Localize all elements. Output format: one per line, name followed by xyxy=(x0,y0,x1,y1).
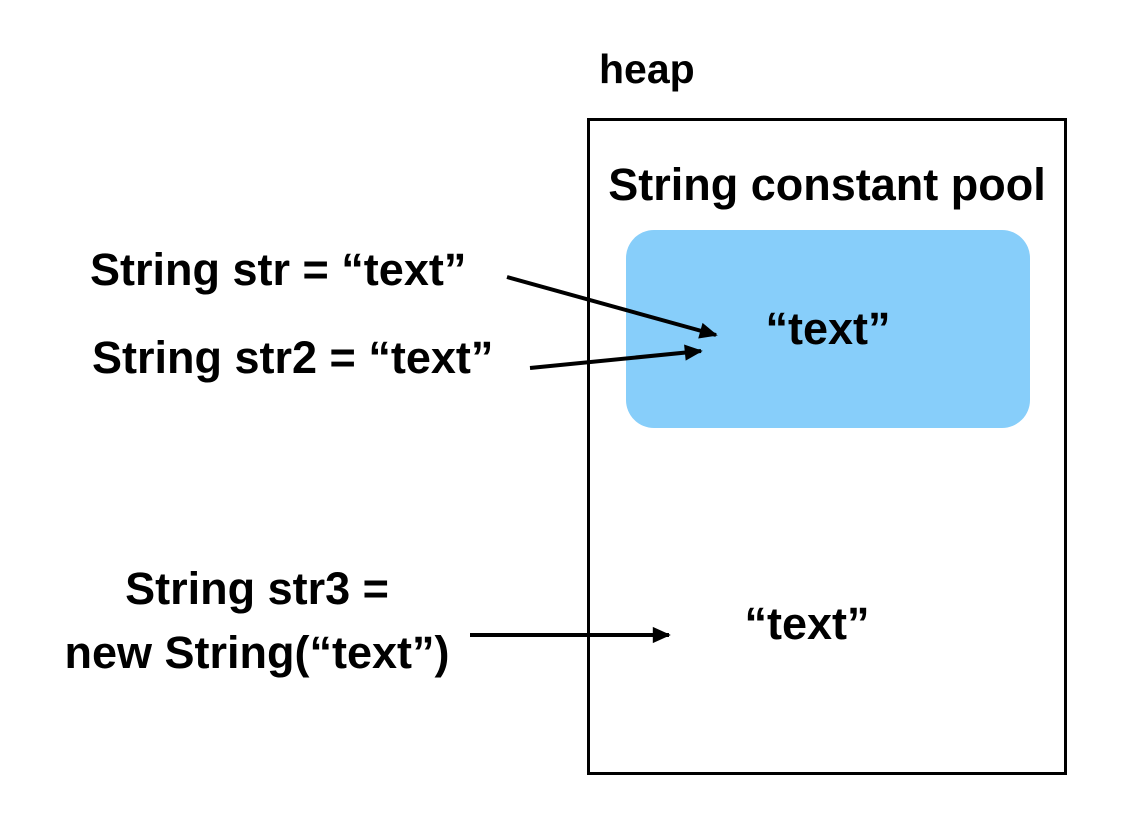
code-label-str3: String str3 = new String(“text”) xyxy=(57,557,457,685)
string-constant-pool-label: String constant pool xyxy=(608,159,1046,210)
heap-string-value: “text” xyxy=(744,598,870,649)
code-label-str2: String str2 = “text” xyxy=(92,332,494,383)
code-label-str3-line2: new String(“text”) xyxy=(64,627,450,678)
heap-label: heap xyxy=(599,46,695,92)
string-constant-pool-box: “text” xyxy=(626,230,1030,428)
pool-string-value: “text” xyxy=(765,303,891,354)
code-label-str3-line1: String str3 = xyxy=(125,563,389,614)
heap-box xyxy=(587,118,1067,775)
code-label-str1: String str = “text” xyxy=(90,244,467,295)
